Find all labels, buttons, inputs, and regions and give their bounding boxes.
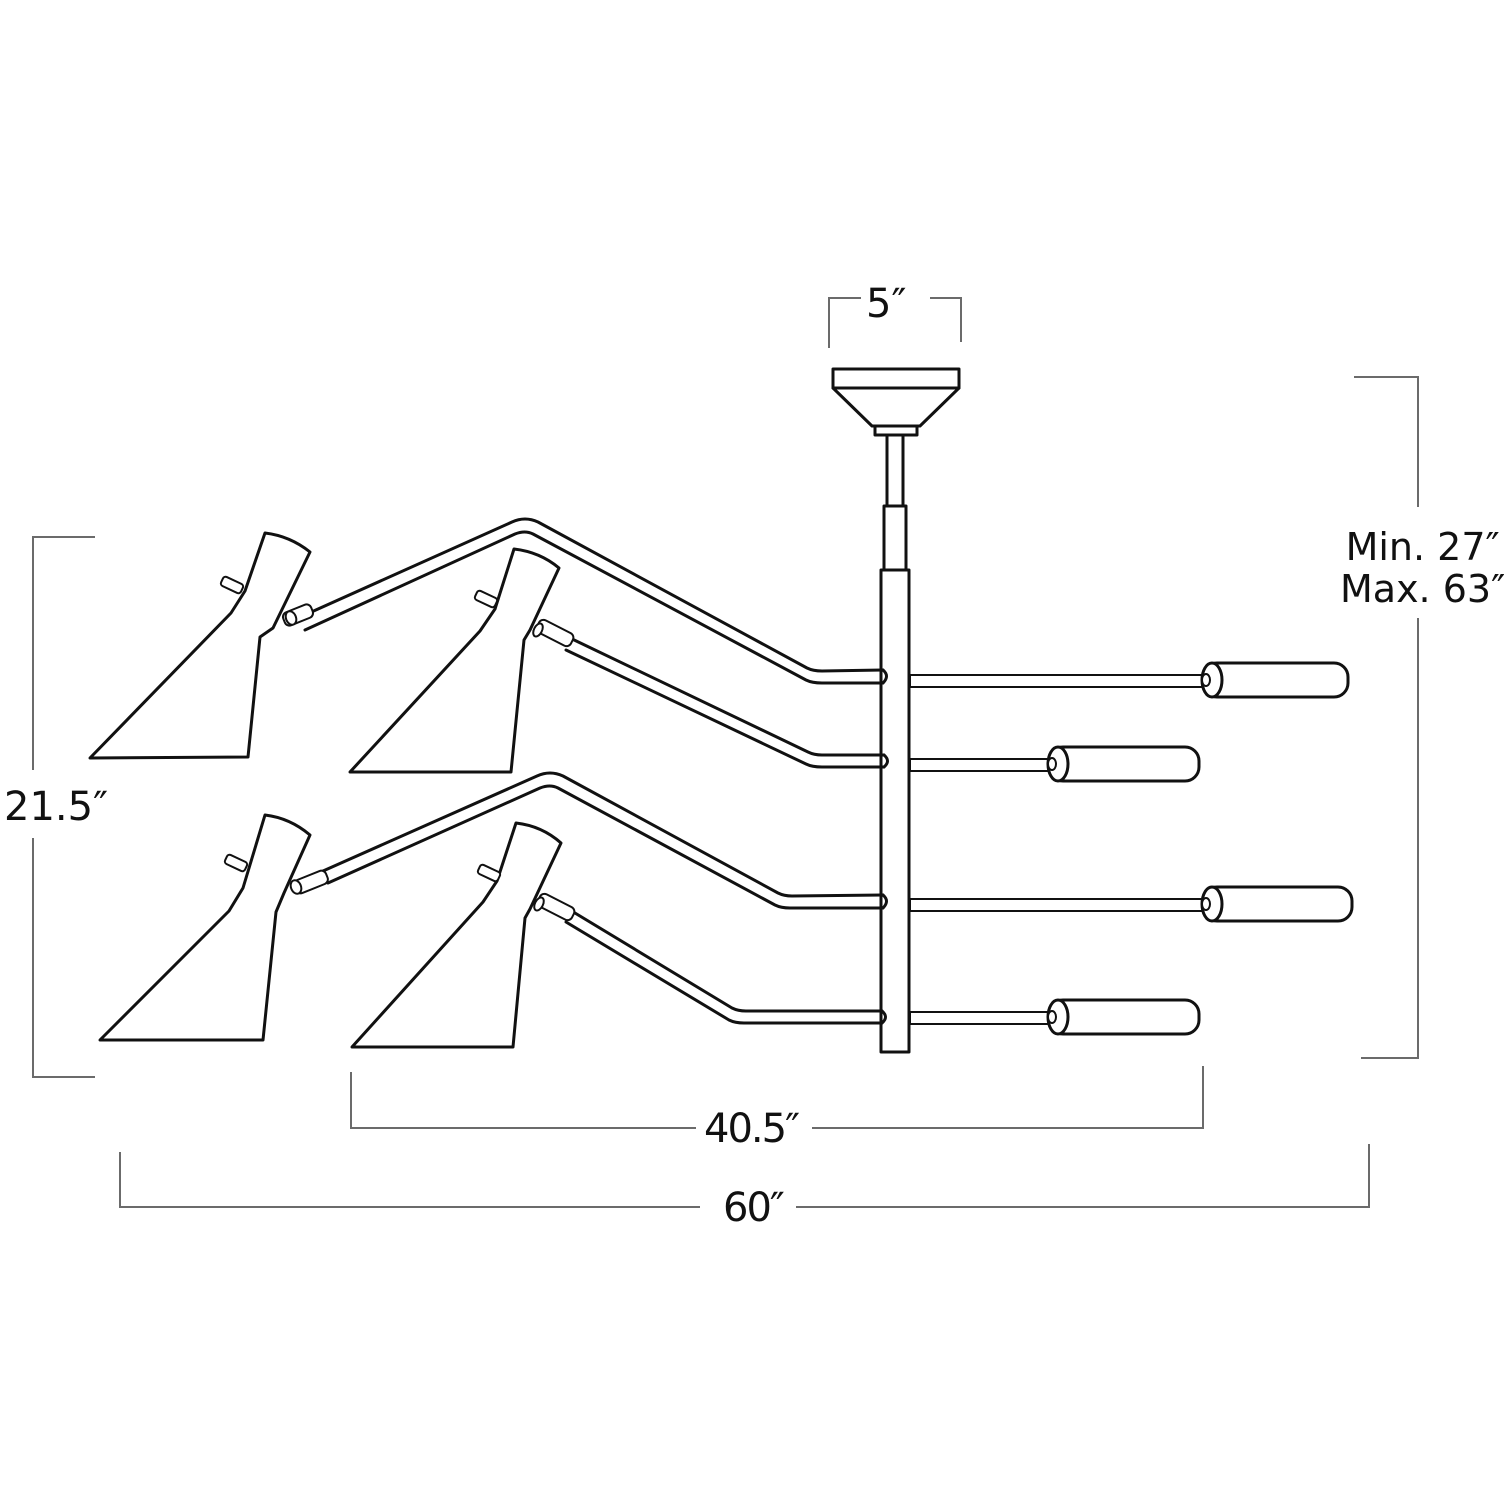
overall-width-bracket bbox=[796, 1144, 1370, 1208]
overall-height-bracket bbox=[1354, 376, 1419, 507]
height-max-label: Max. 63″ bbox=[1340, 567, 1504, 611]
counterweight-arm-3 bbox=[909, 885, 1354, 923]
overall-width-bracket bbox=[119, 1152, 700, 1208]
canopy bbox=[831, 367, 961, 437]
counterweight-arm-1 bbox=[909, 661, 1350, 699]
counterweight-arm-2 bbox=[909, 745, 1201, 783]
overall-height-label: Min. 27″ Max. 63″ bbox=[1340, 526, 1504, 610]
height-min-label: Min. 27″ bbox=[1345, 525, 1500, 569]
lamp-shade-1 bbox=[88, 531, 315, 760]
inner-width-bracket bbox=[812, 1066, 1204, 1129]
dimension-lines bbox=[32, 297, 1419, 1208]
canopy-width-bracket bbox=[828, 297, 861, 348]
overall-height-bracket bbox=[1361, 618, 1419, 1059]
inner-width-bracket bbox=[350, 1072, 696, 1129]
counterweight-arm-4 bbox=[909, 998, 1201, 1036]
stem bbox=[879, 433, 911, 1054]
canopy-width-bracket bbox=[930, 297, 962, 342]
overall-width-label: 60″ bbox=[723, 1185, 785, 1231]
lamp-shade-4 bbox=[350, 821, 576, 1049]
shade-height-bracket bbox=[32, 838, 95, 1078]
inner-width-label: 40.5″ bbox=[704, 1106, 800, 1152]
canopy-width-label: 5″ bbox=[866, 281, 907, 327]
shade-height-bracket bbox=[32, 536, 95, 770]
lamp-arm-4 bbox=[564, 908, 887, 1025]
lamp-arm-2 bbox=[564, 636, 889, 769]
lamp-shade-2 bbox=[348, 547, 575, 774]
lamp-arm-3 bbox=[321, 771, 888, 910]
shade-height-label: 21.5″ bbox=[4, 784, 109, 830]
lamp-arm-1 bbox=[296, 517, 888, 685]
lamp-shade-3 bbox=[98, 813, 329, 1042]
